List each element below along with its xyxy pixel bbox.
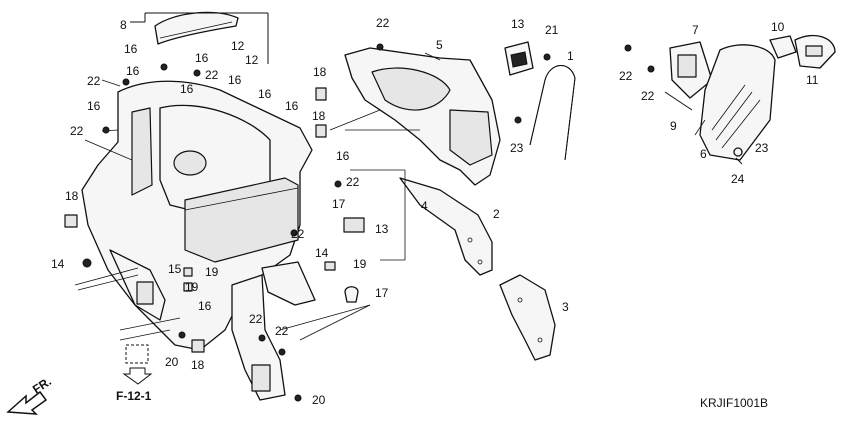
part-25-pin: [735, 157, 743, 165]
callout-9[interactable]: 9: [670, 119, 677, 133]
part-7-cover: [669, 41, 713, 99]
part-15-bolt: [82, 258, 92, 268]
callout-15[interactable]: 14: [51, 257, 65, 271]
callout-12[interactable]: 12: [245, 53, 259, 67]
diagram-reference-code: KRJIF1001B: [700, 396, 768, 410]
callout-13[interactable]: 13: [511, 17, 525, 31]
callout-16[interactable]: 16: [180, 82, 194, 96]
callout-22[interactable]: 22: [619, 69, 633, 83]
callout-22[interactable]: 22: [275, 324, 289, 338]
page-ref-arrow: F-12-1: [116, 344, 153, 403]
callout-3[interactable]: 3: [562, 300, 569, 314]
callout-16[interactable]: 15: [168, 262, 182, 276]
callout-18[interactable]: 18: [312, 109, 326, 123]
callout-1[interactable]: 1: [567, 49, 574, 63]
callout-22[interactable]: 22: [641, 89, 655, 103]
front-direction-arrow: FR.: [6, 374, 54, 415]
callout-22[interactable]: 22: [87, 74, 101, 88]
part-8-lid-cover: [154, 11, 239, 45]
callout-22[interactable]: 22: [291, 227, 305, 241]
part-2-side-plate: [399, 177, 493, 276]
callout-11[interactable]: 11: [806, 73, 819, 87]
callout-17[interactable]: 17: [375, 286, 389, 300]
part-18-clip-b: [315, 124, 327, 138]
callout-20[interactable]: 20: [165, 355, 179, 369]
part-19-nut-a: [324, 261, 336, 271]
callout-16[interactable]: 16: [258, 87, 272, 101]
front-marker-label: FR.: [30, 374, 54, 396]
callout-16[interactable]: 16: [87, 99, 101, 113]
callout-24[interactable]: 23: [755, 141, 769, 155]
part-11-latch: [794, 35, 836, 69]
callout-22[interactable]: 22: [249, 312, 263, 326]
callout-22[interactable]: 22: [205, 68, 219, 82]
callout-16[interactable]: 16: [124, 42, 138, 56]
part-8-bracket: [130, 12, 269, 64]
part-18-clip-a: [315, 87, 327, 101]
part-19-nut-c: [183, 282, 193, 292]
callout-14[interactable]: 13: [375, 222, 389, 236]
callout-16[interactable]: 16: [228, 73, 242, 87]
part-3-side-plate: [499, 274, 556, 361]
callout-2[interactable]: 2: [493, 207, 500, 221]
callout-4[interactable]: 4: [421, 199, 428, 213]
callout-12[interactable]: 12: [231, 39, 245, 53]
part-13-bracket: [504, 41, 534, 76]
part-10-hinge: [769, 35, 797, 59]
part-5-back-panel: [344, 47, 501, 186]
callout-23[interactable]: 23: [510, 141, 524, 155]
callout-19[interactable]: 19: [205, 265, 219, 279]
callout-21[interactable]: 21: [545, 23, 559, 37]
callout-8[interactable]: 8: [120, 18, 127, 32]
callout-25[interactable]: 24: [731, 172, 745, 186]
callout-16[interactable]: 16: [336, 149, 350, 163]
part-18-clip-c: [64, 214, 78, 228]
callout-20[interactable]: 20: [312, 393, 326, 407]
callout-16[interactable]: 14: [315, 246, 329, 260]
part-9-rod: [664, 91, 693, 111]
callout-16[interactable]: 16: [198, 299, 212, 313]
callout-22[interactable]: 22: [70, 124, 84, 138]
callout-16[interactable]: 16: [195, 51, 209, 65]
callout-16[interactable]: 17: [332, 197, 346, 211]
callout-23[interactable]: 22: [376, 16, 390, 30]
part-14-bracket: [343, 217, 365, 233]
screws: [102, 43, 655, 402]
callout-6[interactable]: 6: [700, 147, 707, 161]
callout-18[interactable]: 18: [191, 358, 205, 372]
part-24-clip: [733, 147, 743, 157]
callout-10[interactable]: 10: [771, 20, 785, 34]
callout-18[interactable]: 18: [313, 65, 327, 79]
callout-16[interactable]: 16: [285, 99, 299, 113]
callout-16[interactable]: 16: [126, 64, 140, 78]
callout-5[interactable]: 5: [436, 38, 443, 52]
callout-19[interactable]: 19: [353, 257, 367, 271]
part-1-seal-strip: [529, 65, 576, 161]
part-4-inner-box: [81, 80, 316, 401]
part-19-nut-b: [183, 267, 193, 277]
callout-18[interactable]: 18: [65, 189, 79, 203]
part-6-lid-panel: [699, 44, 776, 161]
part-17-grommet: [344, 286, 359, 303]
page-reference-label: F-12-1: [116, 389, 152, 403]
leader-lines: [74, 52, 706, 341]
callout-22[interactable]: 22: [346, 175, 360, 189]
callout-19[interactable]: 19: [185, 280, 199, 294]
callout-7[interactable]: 7: [692, 23, 699, 37]
part-18-clip-d: [191, 339, 205, 353]
